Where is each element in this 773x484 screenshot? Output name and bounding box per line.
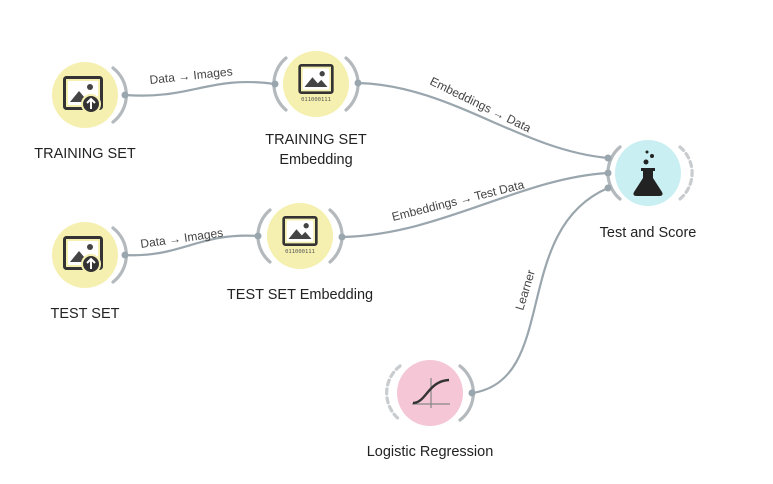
link-training-to-embedding[interactable] — [124, 80, 276, 97]
node-title: TRAINING SET — [34, 146, 136, 162]
link-label: Learner — [512, 268, 537, 312]
node-title: TEST SET Embedding — [227, 287, 373, 303]
node-test-set-embedding[interactable]: 011000111 TEST SET Embedding — [227, 203, 373, 303]
node-body — [397, 360, 463, 426]
node-logistic-regression[interactable]: Logistic Regression — [367, 360, 494, 460]
node-title-line2: Embedding — [279, 152, 352, 168]
link-test-to-embedding[interactable] — [124, 234, 259, 257]
node-training-set-embedding[interactable]: 011000111 TRAINING SET Embedding — [265, 51, 367, 168]
node-training-set[interactable]: TRAINING SET — [34, 62, 136, 162]
image-upload-icon — [63, 76, 103, 114]
link-label: Embeddings → Test Data — [390, 177, 526, 224]
node-title: TEST SET — [50, 306, 119, 322]
node-test-set[interactable]: TEST SET — [50, 222, 129, 322]
link-training-embedding-to-score[interactable] — [357, 81, 609, 160]
link-logreg-to-score[interactable] — [471, 186, 609, 395]
node-title: Logistic Regression — [367, 444, 494, 460]
image-embedding-icon: 011000111 — [282, 216, 318, 255]
link-label: Embeddings → Data — [428, 74, 534, 135]
image-upload-icon — [63, 236, 103, 274]
svg-text:011000111: 011000111 — [285, 249, 315, 255]
sigmoid-curve-icon — [412, 378, 450, 408]
node-test-and-score[interactable]: Test and Score — [600, 140, 697, 241]
flask-icon — [633, 150, 663, 196]
link-test-embedding-to-score[interactable] — [341, 171, 609, 239]
svg-text:011000111: 011000111 — [301, 97, 331, 103]
image-embedding-icon: 011000111 — [298, 64, 334, 103]
node-title-line1: TRAINING SET — [265, 132, 367, 148]
node-title: Test and Score — [600, 225, 697, 241]
